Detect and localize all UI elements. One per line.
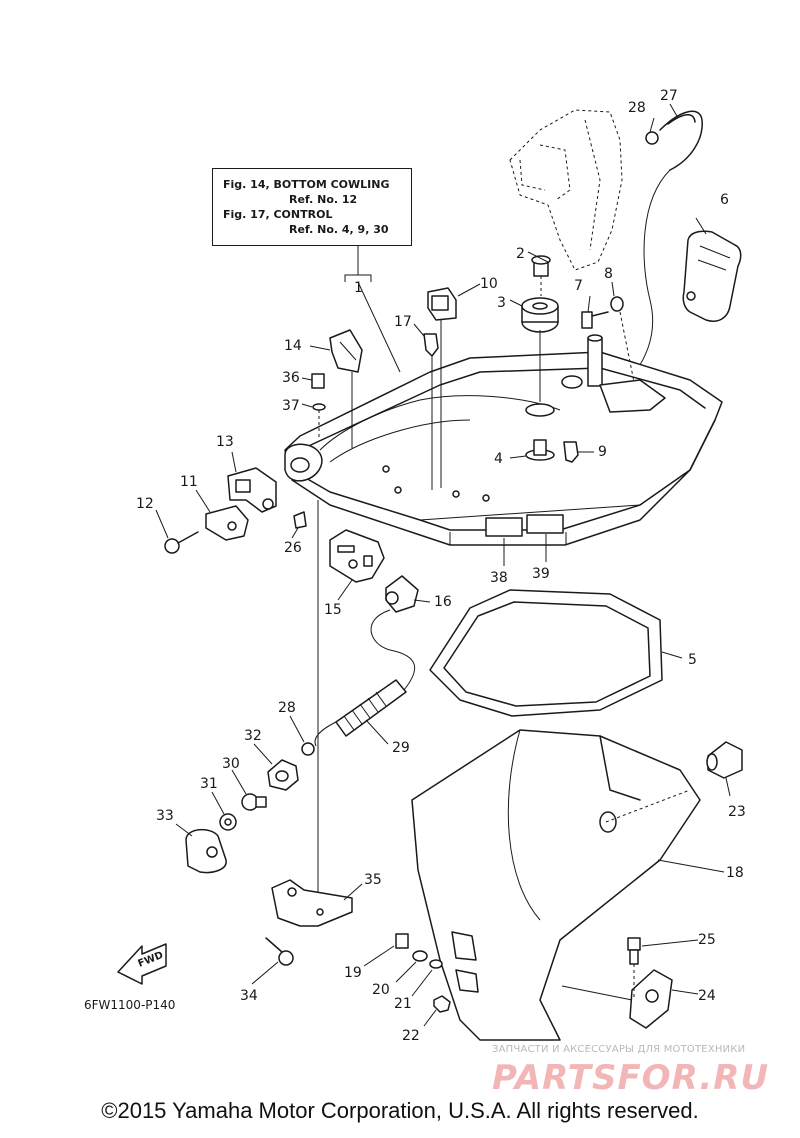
callout-2: 2 [516, 246, 525, 262]
reference-line-4: Ref. No. 4, 9, 30 [289, 223, 389, 236]
fwd-arrow [117, 943, 167, 985]
reference-leader [344, 246, 401, 373]
callout-33: 33 [156, 808, 174, 824]
washer-part-21 [429, 959, 443, 969]
callout-22: 22 [402, 1028, 420, 1044]
washer-part-37 [312, 403, 326, 411]
callout-20: 20 [372, 982, 390, 998]
washer-part-8 [610, 296, 624, 312]
screw-part-34 [265, 937, 294, 966]
callout-7: 7 [574, 278, 583, 294]
callout-29: 29 [392, 740, 410, 756]
callout-12: 12 [136, 496, 154, 512]
callout-28-lower: 28 [278, 700, 296, 716]
callout-13: 13 [216, 434, 234, 450]
cap-part-10 [427, 287, 457, 321]
callout-labels: 1 2 3 4 5 6 7 8 9 10 11 12 13 14 15 16 1… [136, 88, 746, 1044]
bracket-part-6 [682, 230, 742, 322]
screw-part-25 [627, 937, 641, 965]
callout-25: 25 [698, 932, 716, 948]
callout-15: 15 [324, 602, 342, 618]
callout-6: 6 [720, 192, 729, 208]
copyright-notice: ©2015 Yamaha Motor Corporation, U.S.A. A… [101, 1098, 699, 1123]
callout-34: 34 [240, 988, 258, 1004]
plate-part-11 [205, 505, 249, 541]
callout-31: 31 [200, 776, 218, 792]
bracket-part-13 [227, 467, 277, 513]
bottom-cowling-part-1 [284, 334, 723, 546]
callout-17: 17 [394, 314, 412, 330]
reference-box: Fig. 14, BOTTOM COWLING Ref. No. 12 Fig.… [212, 168, 412, 246]
lever-part-24 [561, 969, 673, 1029]
callout-28-top: 28 [628, 100, 646, 116]
watermark-tagline: ЗАПЧАСТИ И АКСЕССУАРЫ ДЛЯ МОТОТЕХНИКИ [492, 1044, 746, 1055]
callout-37: 37 [282, 398, 300, 414]
lower-cowling-part-18 [411, 729, 701, 1041]
engine-bracket-outline [509, 109, 623, 271]
bolt-part-2 [531, 255, 551, 277]
callout-26: 26 [284, 540, 302, 556]
callout-3: 3 [497, 295, 506, 311]
callout-39: 39 [532, 566, 550, 582]
callout-36: 36 [282, 370, 300, 386]
hose-part-29 [314, 609, 416, 747]
callout-30: 30 [222, 756, 240, 772]
nut-part-22 [433, 995, 451, 1013]
cowling-clamps [451, 931, 479, 993]
screw-part-19 [395, 933, 409, 949]
callout-1: 1 [354, 280, 363, 296]
callout-16: 16 [434, 594, 452, 610]
callout-23: 23 [728, 804, 746, 820]
callout-18: 18 [726, 865, 744, 881]
part-code: 6FW1100-P140 [84, 998, 176, 1012]
seal-part-26 [293, 511, 307, 529]
bolt-part-36 [311, 373, 325, 389]
clip-part-28-top [645, 131, 659, 145]
callout-9: 9 [598, 444, 607, 460]
ring-part-31 [219, 813, 237, 831]
clip-part-28-lower [301, 742, 315, 756]
washer-part-20 [412, 950, 428, 962]
screw-part-7 [581, 311, 609, 329]
grommet-part-23 [706, 741, 743, 779]
reference-line-3: Fig. 17, CONTROL [223, 208, 333, 221]
grommet-part-3 [521, 297, 559, 333]
fitting-part-17 [423, 333, 439, 357]
callout-38: 38 [490, 570, 508, 586]
callout-11: 11 [180, 474, 198, 490]
screw-part-12 [164, 531, 199, 554]
watermark-logo: PARTSFOR.RU [492, 1058, 770, 1098]
callout-10: 10 [480, 276, 498, 292]
reference-line-2: Ref. No. 12 [289, 193, 358, 206]
grommet-part-16 [385, 575, 419, 613]
nut-part-32 [267, 759, 299, 791]
panel-part-15 [329, 529, 385, 583]
callout-27: 27 [660, 88, 678, 104]
bracket-part-35 [271, 879, 353, 927]
grommet-part-33 [185, 828, 227, 874]
reference-line-1: Fig. 14, BOTTOM COWLING [223, 178, 390, 191]
callout-4: 4 [494, 451, 503, 467]
callout-14: 14 [284, 338, 302, 354]
callout-5: 5 [688, 652, 697, 668]
callout-8: 8 [604, 266, 613, 282]
callout-21: 21 [394, 996, 412, 1012]
fitting-part-30 [241, 793, 267, 811]
callout-32: 32 [244, 728, 262, 744]
leader-lines [155, 103, 731, 1027]
cover-part-14 [329, 329, 363, 373]
callout-24: 24 [698, 988, 716, 1004]
callout-19: 19 [344, 965, 362, 981]
callout-35: 35 [364, 872, 382, 888]
gasket-part-5 [429, 589, 663, 717]
